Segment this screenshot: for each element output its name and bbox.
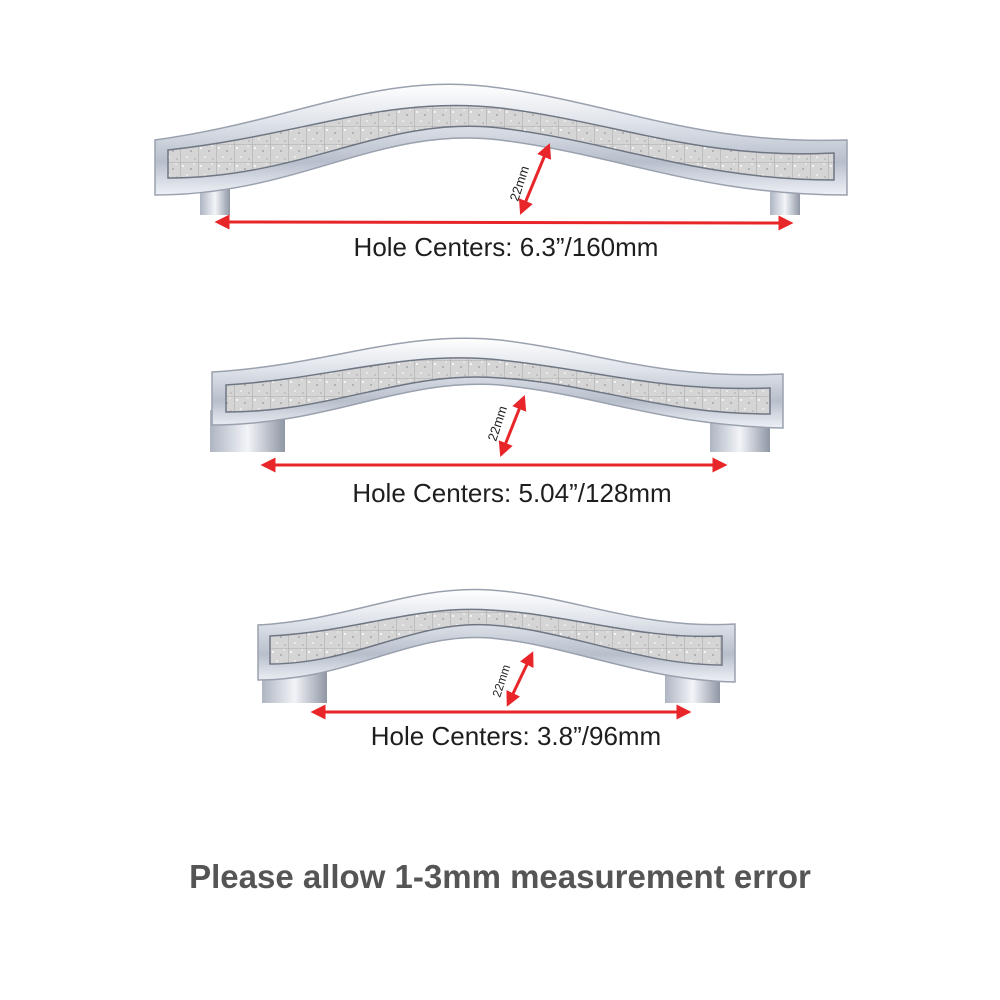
handle-large-hole-centers-arrow	[214, 214, 794, 231]
handle-large: 22mm	[154, 83, 848, 231]
handle-medium-width-arrow	[498, 395, 527, 457]
handle-small: 22mm	[257, 588, 736, 720]
handle-large-width-arrow	[518, 143, 552, 215]
handle-medium-width-label: 22mm	[485, 404, 510, 443]
handle-large-body	[154, 83, 848, 196]
handle-small-width-arrow	[506, 651, 534, 707]
handle-medium-insert	[225, 357, 771, 415]
handle-large-hole-centers-label: Hole Centers: 6.3”/160mm	[353, 232, 659, 262]
handle-large-insert	[167, 104, 835, 181]
measurement-error-note: Please allow 1-3mm measurement error	[189, 858, 811, 895]
handle-small-hole-centers-label: Hole Centers: 3.8”/96mm	[370, 721, 662, 751]
handle-medium: 22mm	[210, 337, 784, 473]
handle-small-body	[257, 588, 736, 683]
handle-small-insert	[269, 608, 723, 666]
handle-small-width-label: 22mm	[490, 663, 514, 699]
handle-medium-body	[211, 337, 784, 429]
handle-medium-hole-centers-label: Hole Centers: 5.04”/128mm	[352, 478, 672, 508]
